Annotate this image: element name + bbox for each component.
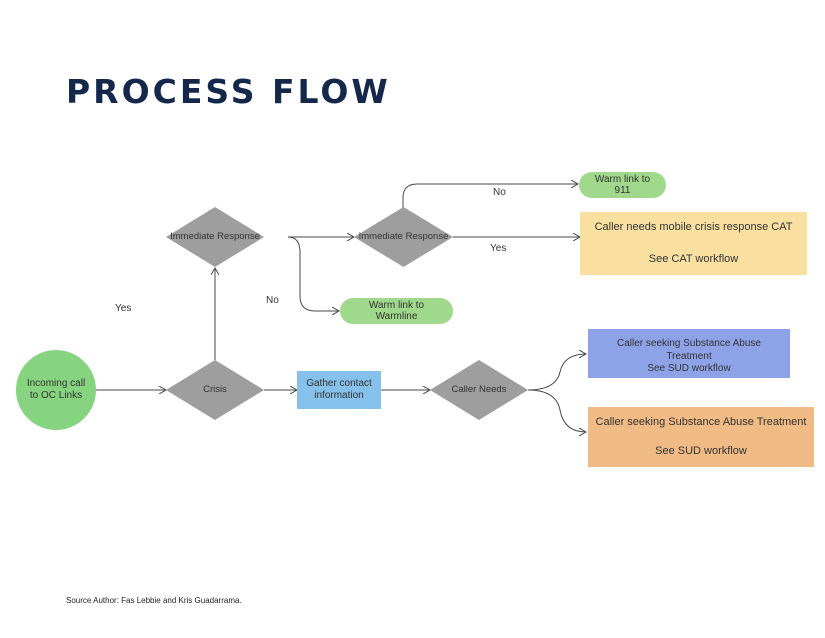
edge-needs-sud1 xyxy=(527,354,586,391)
edge-needs-sud2 xyxy=(527,389,586,432)
diamond-shape xyxy=(430,360,528,420)
sud-2-workflow-link: See SUD workflow xyxy=(655,445,747,458)
sud-box-1: Caller seeking Substance Abuse Treatment… xyxy=(588,329,790,378)
immediate-response-decision-2: Immediate Response xyxy=(354,207,453,267)
edge-label-ir1-no: No xyxy=(266,295,279,306)
cat-box: Caller needs mobile crisis response CAT … xyxy=(580,212,807,275)
edge-label-crisis-yes: Yes xyxy=(115,303,132,314)
gather-contact-box: Gather contact information xyxy=(297,371,381,409)
sud-box-2: Caller seeking Substance Abuse Treatment… xyxy=(588,407,814,467)
diamond-shape xyxy=(166,360,264,420)
diamond-shape xyxy=(354,207,453,267)
sud-1-title: Caller seeking Substance Abuse Treatment xyxy=(617,338,761,362)
edge-label-ir2-yes: Yes xyxy=(490,243,507,254)
edge-label-ir2-no: No xyxy=(493,187,506,198)
edge-ir1-warmline xyxy=(287,236,339,311)
caller-needs-decision: Caller Needs xyxy=(430,360,528,420)
immediate-response-decision-1: Immediate Response xyxy=(166,207,264,267)
immediate-response-2-label: Immediate Response xyxy=(358,231,449,243)
cat-workflow-link: See CAT workflow xyxy=(648,253,739,266)
start-node: Incoming call to OC Links xyxy=(16,350,96,430)
crisis-label: Crisis xyxy=(203,384,227,396)
cat-title: Caller needs mobile crisis response CAT xyxy=(594,221,793,233)
caller-needs-label: Caller Needs xyxy=(451,384,507,396)
warm-link-warmline-node: Warm link to Warmline xyxy=(340,298,453,324)
sud-2-title: Caller seeking Substance Abuse Treatment xyxy=(595,416,807,428)
sud-1-workflow-link: See SUD workflow xyxy=(647,363,731,374)
page-title: PROCESS FLOW xyxy=(66,72,391,111)
immediate-response-1-label: Immediate Response xyxy=(170,231,260,243)
crisis-decision: Crisis xyxy=(166,360,264,420)
edge-ir2-911 xyxy=(402,184,578,208)
source-note: Source Author: Fas Lebbie and Kris Guada… xyxy=(66,596,242,605)
warm-link-911-node: Warm link to 911 xyxy=(579,172,666,198)
diamond-shape xyxy=(166,207,264,267)
